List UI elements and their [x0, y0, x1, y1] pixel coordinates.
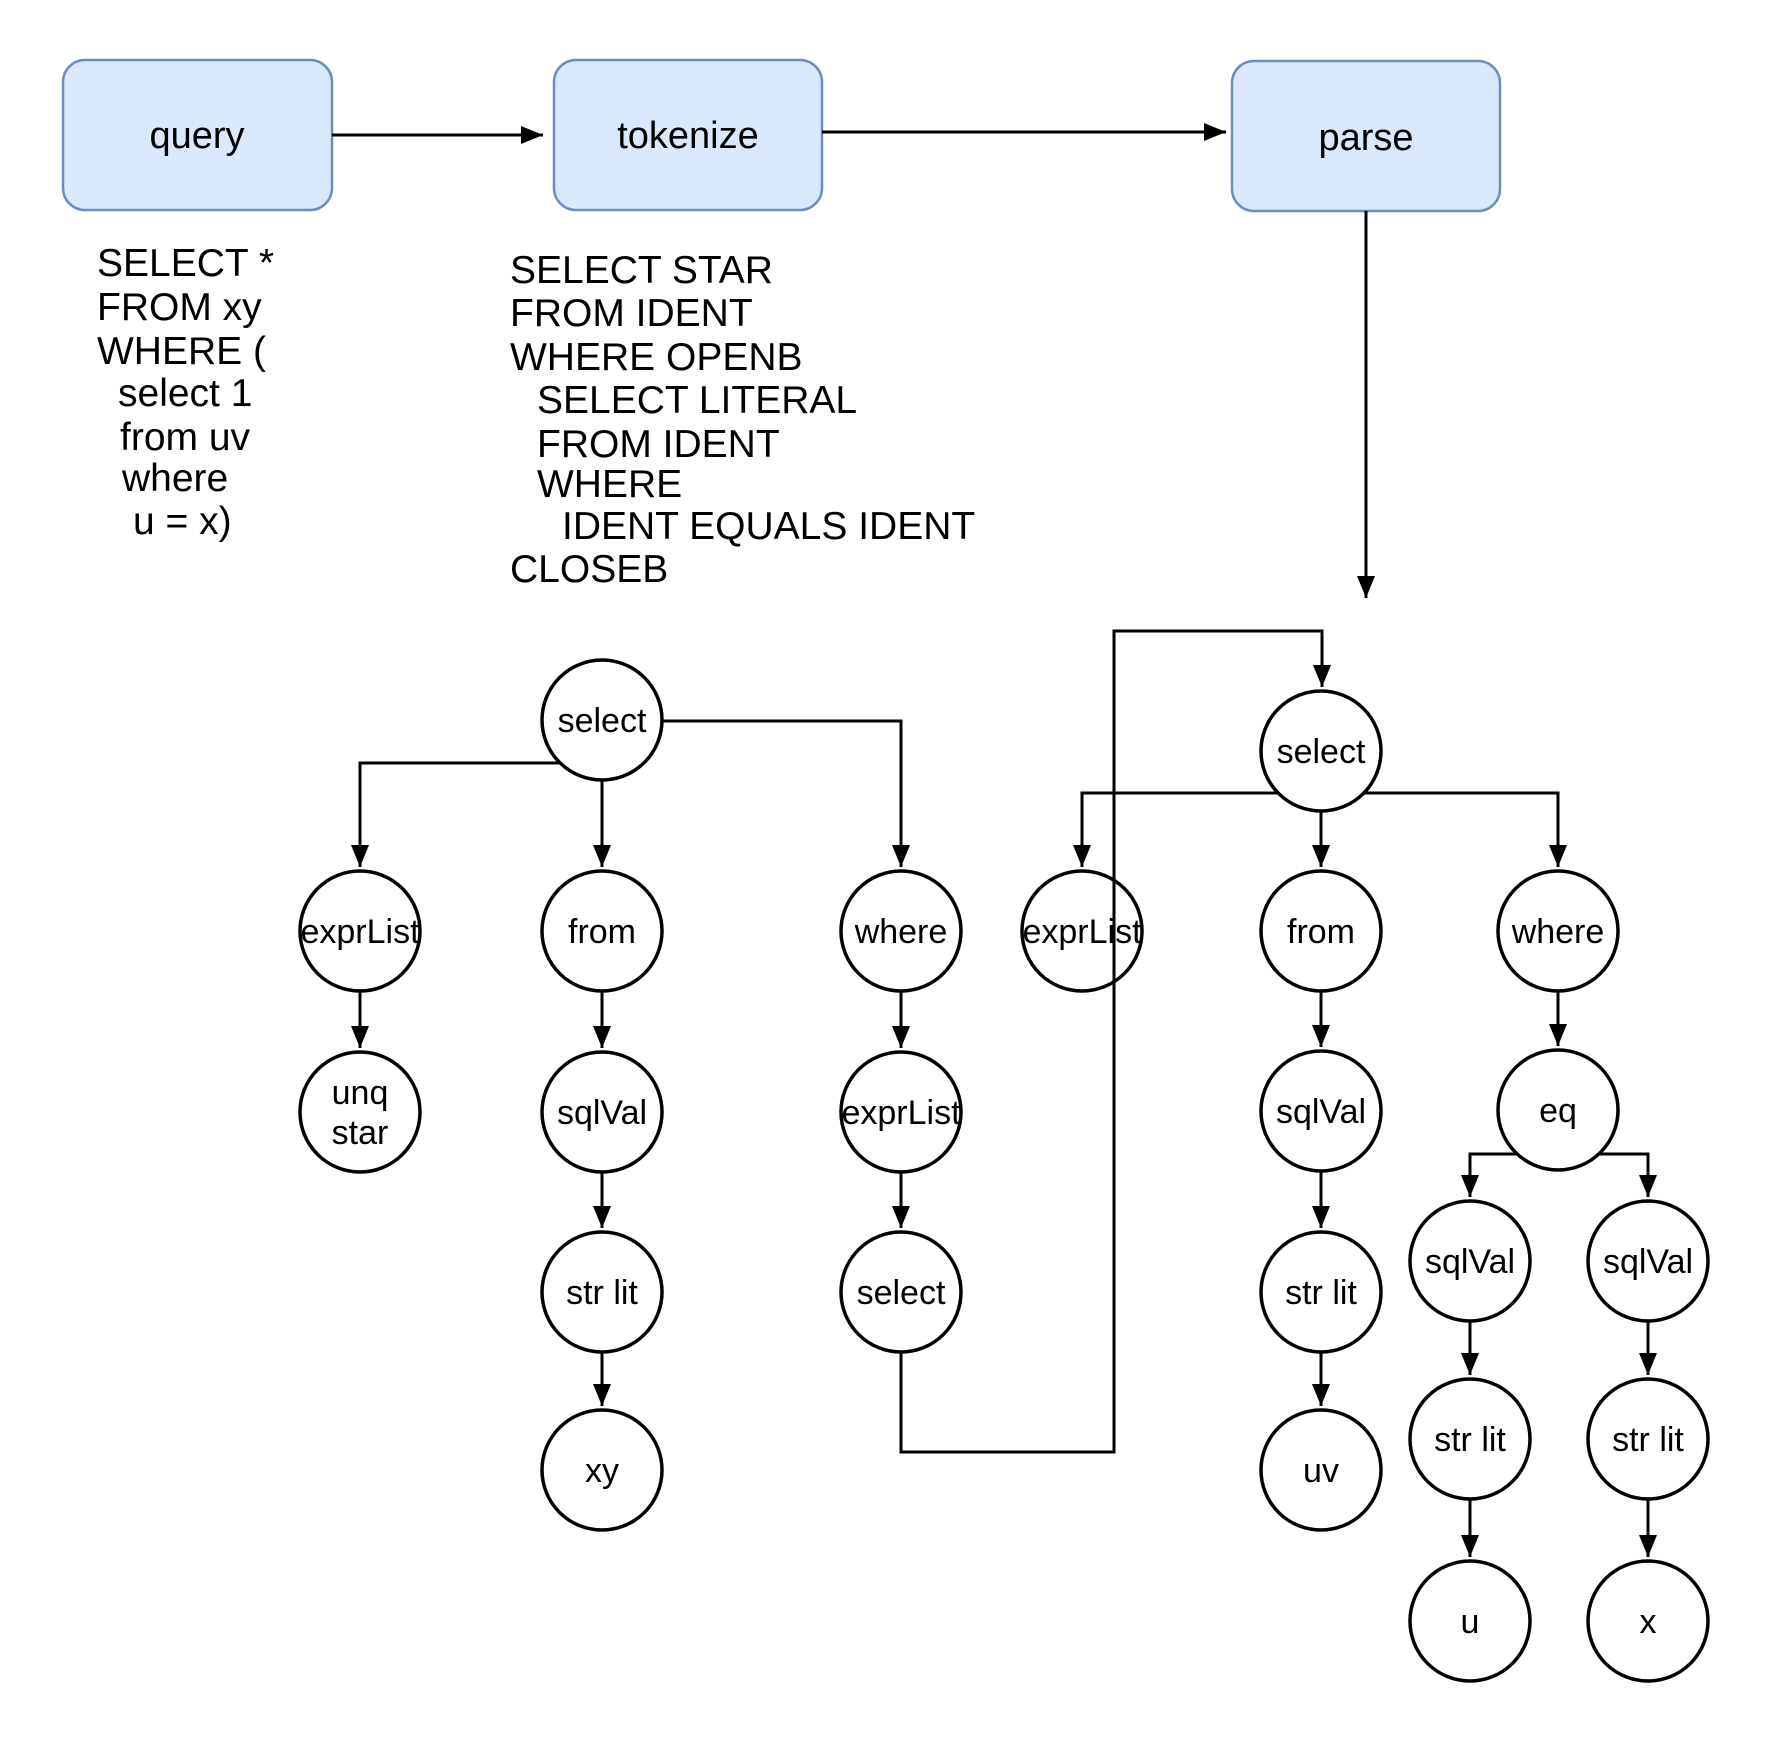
- node-label: sqlVal: [1276, 1093, 1366, 1131]
- code-line: IDENT EQUALS IDENT: [562, 505, 975, 548]
- code-line: SELECT STAR: [510, 249, 773, 292]
- node-label: str lit: [1285, 1274, 1357, 1312]
- node-label: where: [854, 913, 948, 951]
- node-unq-star: [298, 1050, 422, 1174]
- node-label: select: [857, 1274, 946, 1312]
- node-label: unq: [332, 1074, 389, 1112]
- node-label: exprList: [841, 1094, 961, 1132]
- node-label: str lit: [566, 1274, 638, 1312]
- node-label: str lit: [1434, 1421, 1506, 1459]
- tokenize-box: [552, 58, 824, 212]
- node-ident-x: [1586, 1559, 1710, 1683]
- code-line: WHERE (: [97, 330, 266, 373]
- parse-box-label: parse: [1318, 117, 1413, 159]
- node-label: sqlVal: [1425, 1243, 1515, 1281]
- query-sql-text: SELECT * FROM xy WHERE ( select 1 from u…: [97, 242, 274, 543]
- edge-eq-sqlval-right: [1599, 1152, 1657, 1197]
- node-label: from: [1287, 913, 1355, 951]
- left-ast-tree: select exprList from where unq star sqlV…: [298, 658, 963, 1532]
- code-line: WHERE OPENB: [510, 336, 803, 379]
- node-label: select: [558, 702, 647, 740]
- node-label: str lit: [1612, 1421, 1684, 1459]
- code-line: SELECT LITERAL: [537, 379, 857, 422]
- node-label: uv: [1303, 1452, 1339, 1490]
- node-table-uv: [1259, 1408, 1383, 1532]
- edge-eq-sqlval-left: [1461, 1152, 1517, 1197]
- edge-selectL-exprlist: [351, 761, 560, 867]
- right-ast-tree: select exprList from where sqlVal eq str…: [1020, 689, 1710, 1683]
- node-label: exprList: [300, 913, 420, 951]
- node-label: from: [568, 913, 636, 951]
- code-line: u = x): [133, 500, 232, 543]
- code-line: FROM IDENT: [510, 292, 753, 335]
- node-label: eq: [1539, 1092, 1577, 1130]
- node-ident-u: [1408, 1559, 1532, 1683]
- node-label: exprList: [1022, 913, 1142, 951]
- code-line: where: [121, 457, 228, 500]
- edge-selectR-exprlist: [1073, 791, 1278, 867]
- node-label: where: [1511, 913, 1605, 951]
- code-line: from uv: [120, 416, 251, 459]
- node-table-xy: [540, 1408, 664, 1532]
- node-label: sqlVal: [557, 1094, 647, 1132]
- node-label: xy: [585, 1452, 619, 1490]
- node-label: star: [332, 1114, 389, 1152]
- node-label: u: [1461, 1603, 1480, 1641]
- node-label: select: [1277, 733, 1366, 771]
- tokenize-box-label: tokenize: [617, 115, 759, 157]
- query-box-label: query: [149, 115, 244, 157]
- code-line: FROM xy: [97, 286, 262, 329]
- token-stream-text: SELECT STAR FROM IDENT WHERE OPENB SELEC…: [510, 249, 975, 591]
- code-line: select 1: [118, 372, 252, 415]
- edge-selectL-where: [662, 719, 910, 867]
- edge-subselect-to-right-root: [899, 629, 1331, 1454]
- node-label: x: [1640, 1603, 1657, 1641]
- node-label: sqlVal: [1603, 1243, 1693, 1281]
- code-line: CLOSEB: [510, 548, 668, 591]
- code-line: FROM IDENT: [537, 423, 780, 466]
- edge-selectR-where: [1364, 791, 1567, 867]
- node-exprlist-right: [1020, 869, 1144, 993]
- code-line: SELECT *: [97, 242, 274, 285]
- node-eq: [1496, 1048, 1620, 1172]
- code-line: WHERE: [537, 463, 682, 506]
